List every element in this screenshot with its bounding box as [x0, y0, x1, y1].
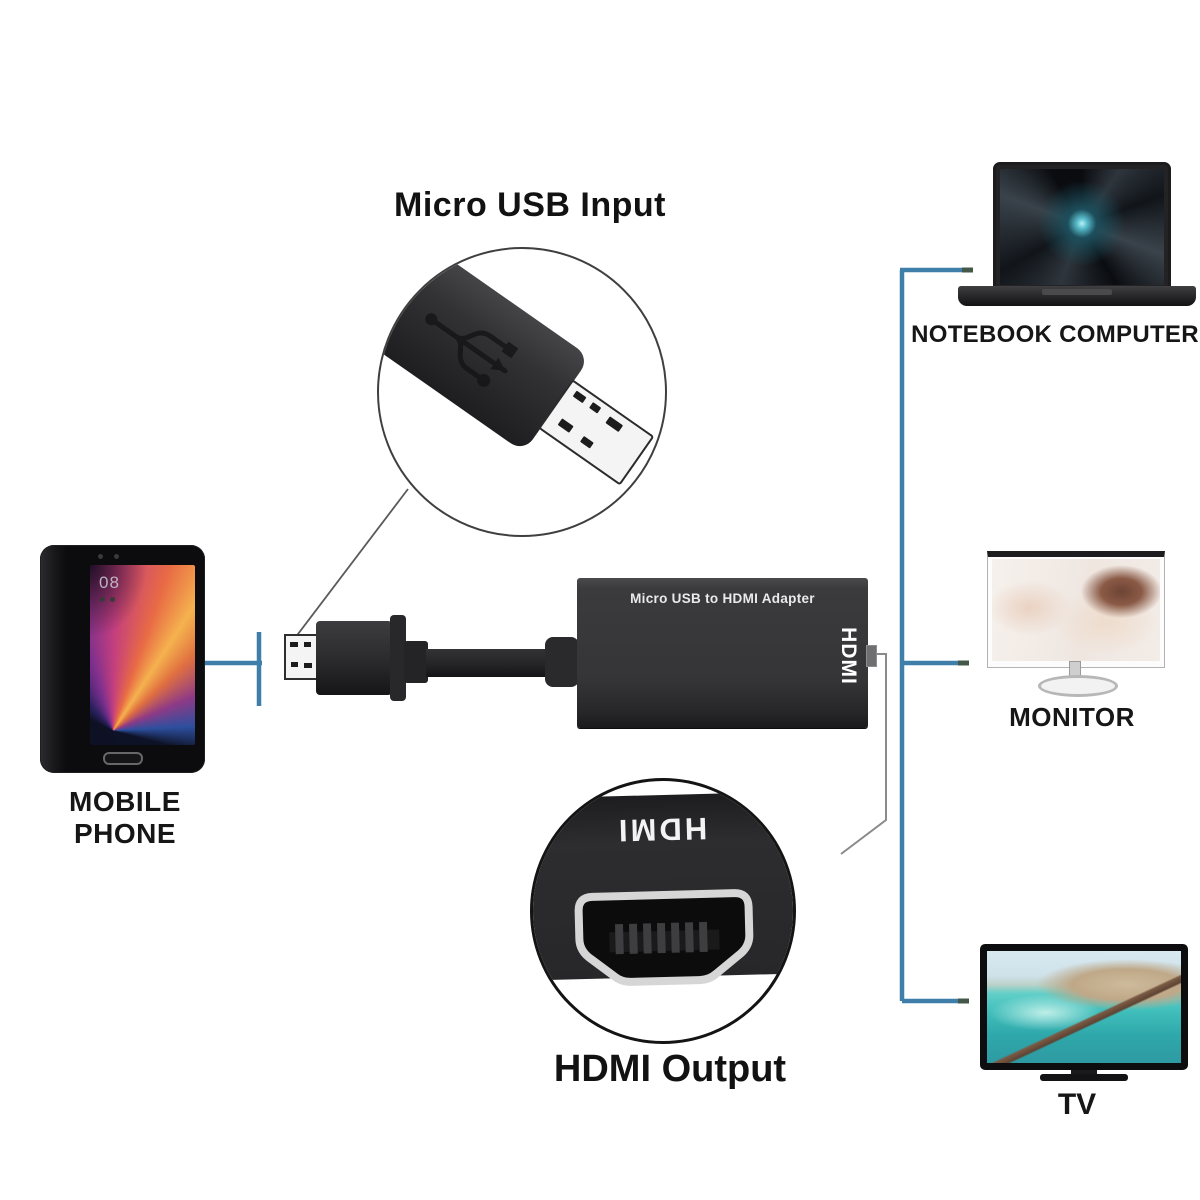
- monitor-screen-art: [992, 559, 1160, 661]
- tv-stand-base: [1040, 1074, 1128, 1081]
- phone-speaker-dot: [114, 554, 119, 559]
- hdmi-connector-marking: HDMI: [615, 810, 708, 849]
- micro-usb-plug-flange: [390, 615, 406, 701]
- notebook-computer-label: NOTEBOOK COMPUTER: [911, 321, 1199, 348]
- cable-strain-relief: [545, 637, 579, 687]
- micro-usb-plug-body: [316, 621, 392, 695]
- notebook-computer: [993, 162, 1171, 292]
- adapter-hdmi-port-nub: [866, 645, 877, 667]
- monitor-stand-base: [1038, 675, 1118, 697]
- notebook-screen-art: [1000, 169, 1164, 285]
- monitor-label: MONITOR: [1009, 702, 1135, 732]
- micro-usb-connector: [379, 249, 665, 523]
- adapter-label: Micro USB to HDMI Adapter: [630, 591, 815, 606]
- hdmi-connector-face: HDMI: [533, 791, 793, 986]
- phone-status-icon: [100, 597, 105, 602]
- tv-label: TV: [1057, 1088, 1097, 1121]
- phone-wallpaper: 08: [90, 565, 195, 745]
- adapter-hdmi-marking: HDMI: [837, 627, 861, 685]
- micro-usb-plug-neck: [404, 641, 428, 683]
- phone-clock: 08: [99, 573, 120, 592]
- mobile-phone-label: MOBILE PHONE: [69, 786, 181, 849]
- micro-usb-callout-circle: [377, 247, 667, 537]
- micro-usb-leader-line: [294, 488, 409, 639]
- usb-trident-icon: [425, 313, 519, 387]
- micro-usb-input-title: Micro USB Input: [394, 186, 666, 224]
- micro-usb-to-hdmi-adapter: Micro USB to HDMI Adapter HDMI: [577, 578, 868, 728]
- tv-screen-art: [987, 951, 1181, 1063]
- tv-stand-neck: [1071, 1070, 1097, 1075]
- hdmi-port-icon: [574, 889, 754, 986]
- micro-usb-connector-body: [379, 249, 591, 453]
- monitor: [987, 551, 1165, 668]
- hdmi-callout-circle: HDMI: [530, 778, 796, 1044]
- tv: [980, 944, 1188, 1070]
- phone-camera-dot: [98, 554, 103, 559]
- phone-home-button: [102, 752, 143, 765]
- notebook-base: [958, 286, 1196, 306]
- adapter-cable: [426, 649, 550, 677]
- phone-status-icon: [110, 597, 115, 602]
- hdmi-output-caption: HDMI Output: [553, 1048, 787, 1090]
- mobile-phone: 08: [40, 545, 205, 773]
